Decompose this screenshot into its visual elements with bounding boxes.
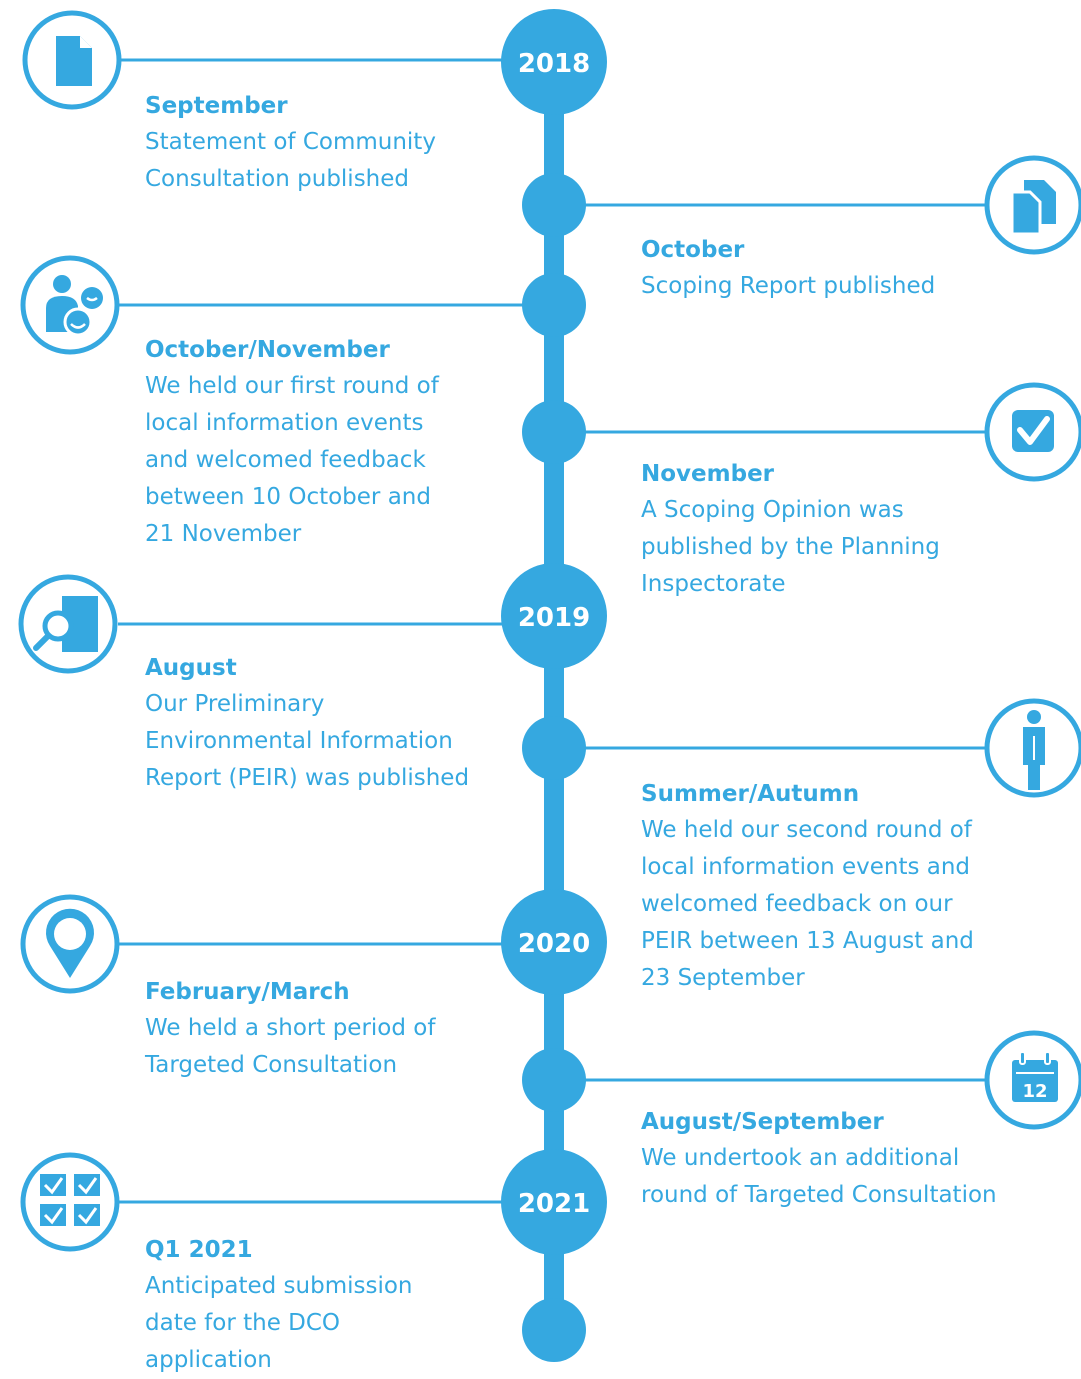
timeline-spine — [544, 60, 564, 1332]
year-node-2019: 2019 — [501, 563, 607, 669]
event-desc-line: local information events — [145, 410, 424, 436]
year-node-2018: 2018 — [501, 9, 607, 115]
event-desc-line: Report (PEIR) was published — [145, 765, 470, 791]
event-desc-line: Our Preliminary — [145, 691, 325, 717]
event-q1-2021: Q1 2021 Anticipated submission date for … — [145, 1232, 525, 1379]
timeline-node — [522, 173, 586, 237]
event-desc-line: round of Targeted Consultation — [641, 1182, 997, 1208]
calendar-day: 12 — [1022, 1081, 1047, 1102]
event-month: September — [145, 93, 288, 119]
timeline-node — [522, 1298, 586, 1362]
checkbox-icon — [984, 382, 1081, 482]
event-desc-line: We undertook an additional — [641, 1145, 960, 1171]
event-summer-autumn-2019: Summer/Autumn We held our second round o… — [641, 776, 1021, 997]
event-october-november-2018: October/November We held our first round… — [145, 332, 525, 553]
event-desc-line: 21 November — [145, 521, 302, 547]
event-month: October/November — [145, 337, 390, 363]
event-desc-line: local information events and — [641, 854, 971, 880]
timeline-node — [522, 1048, 586, 1112]
event-month: October — [641, 237, 745, 263]
year-node-2020: 2020 — [501, 889, 607, 995]
event-desc-line: Anticipated submission — [145, 1273, 413, 1299]
event-month: November — [641, 461, 775, 487]
calendar-icon: 12 — [984, 1030, 1081, 1130]
event-month: Summer/Autumn — [641, 781, 860, 807]
event-february-march-2020: February/March We held a short period of… — [145, 974, 525, 1084]
event-desc-line: between 10 October and — [145, 484, 431, 510]
person-info-icon — [984, 698, 1081, 798]
documents-stack-icon — [984, 155, 1081, 255]
event-desc-line: PEIR between 13 August and — [641, 928, 974, 954]
event-desc-line: Consultation published — [145, 166, 410, 192]
document-icon — [22, 10, 122, 110]
event-desc-line: date for the DCO — [145, 1310, 341, 1336]
event-desc-line: We held our second round of — [641, 817, 972, 843]
event-desc-line: welcomed feedback on our — [641, 891, 953, 917]
event-month: August — [145, 655, 237, 681]
timeline-node — [522, 716, 586, 780]
event-desc-line: A Scoping Opinion was — [641, 497, 904, 523]
event-desc-line: published by the Planning — [641, 534, 940, 560]
event-august-2019: August Our Preliminary Environmental Inf… — [145, 650, 525, 797]
year-label: 2019 — [518, 603, 590, 633]
year-node-2021: 2021 — [501, 1149, 607, 1255]
event-desc-line: We held a short period of — [145, 1015, 436, 1041]
event-desc-line: We held our first round of — [145, 373, 439, 399]
timeline-node — [522, 400, 586, 464]
event-august-september-2020: August/September We undertook an additio… — [641, 1104, 1021, 1214]
event-november-2018: November A Scoping Opinion was published… — [641, 456, 1021, 603]
event-desc-line: Inspectorate — [641, 571, 786, 597]
map-pin-icon — [20, 894, 120, 994]
year-label: 2020 — [518, 929, 590, 959]
checklist-grid-icon — [20, 1152, 120, 1252]
event-month: February/March — [145, 979, 350, 1005]
event-october-2018: October Scoping Report published — [641, 232, 1021, 305]
event-month: August/September — [641, 1109, 884, 1135]
year-label: 2018 — [518, 49, 590, 79]
magnifier-document-icon — [18, 574, 118, 674]
event-september-2018: September Statement of Community Consult… — [145, 88, 525, 198]
event-desc-line: and welcomed feedback — [145, 447, 426, 473]
event-month: Q1 2021 — [145, 1237, 253, 1263]
people-group-icon — [20, 255, 120, 355]
year-label: 2021 — [518, 1189, 590, 1219]
timeline-node — [522, 273, 586, 337]
event-desc-line: Scoping Report published — [641, 273, 936, 299]
event-desc-line: 23 September — [641, 965, 805, 991]
event-desc-line: application — [145, 1347, 272, 1373]
event-desc-line: Targeted Consultation — [145, 1052, 398, 1078]
event-desc-line: Environmental Information — [145, 728, 453, 754]
event-desc-line: Statement of Community — [145, 129, 436, 155]
